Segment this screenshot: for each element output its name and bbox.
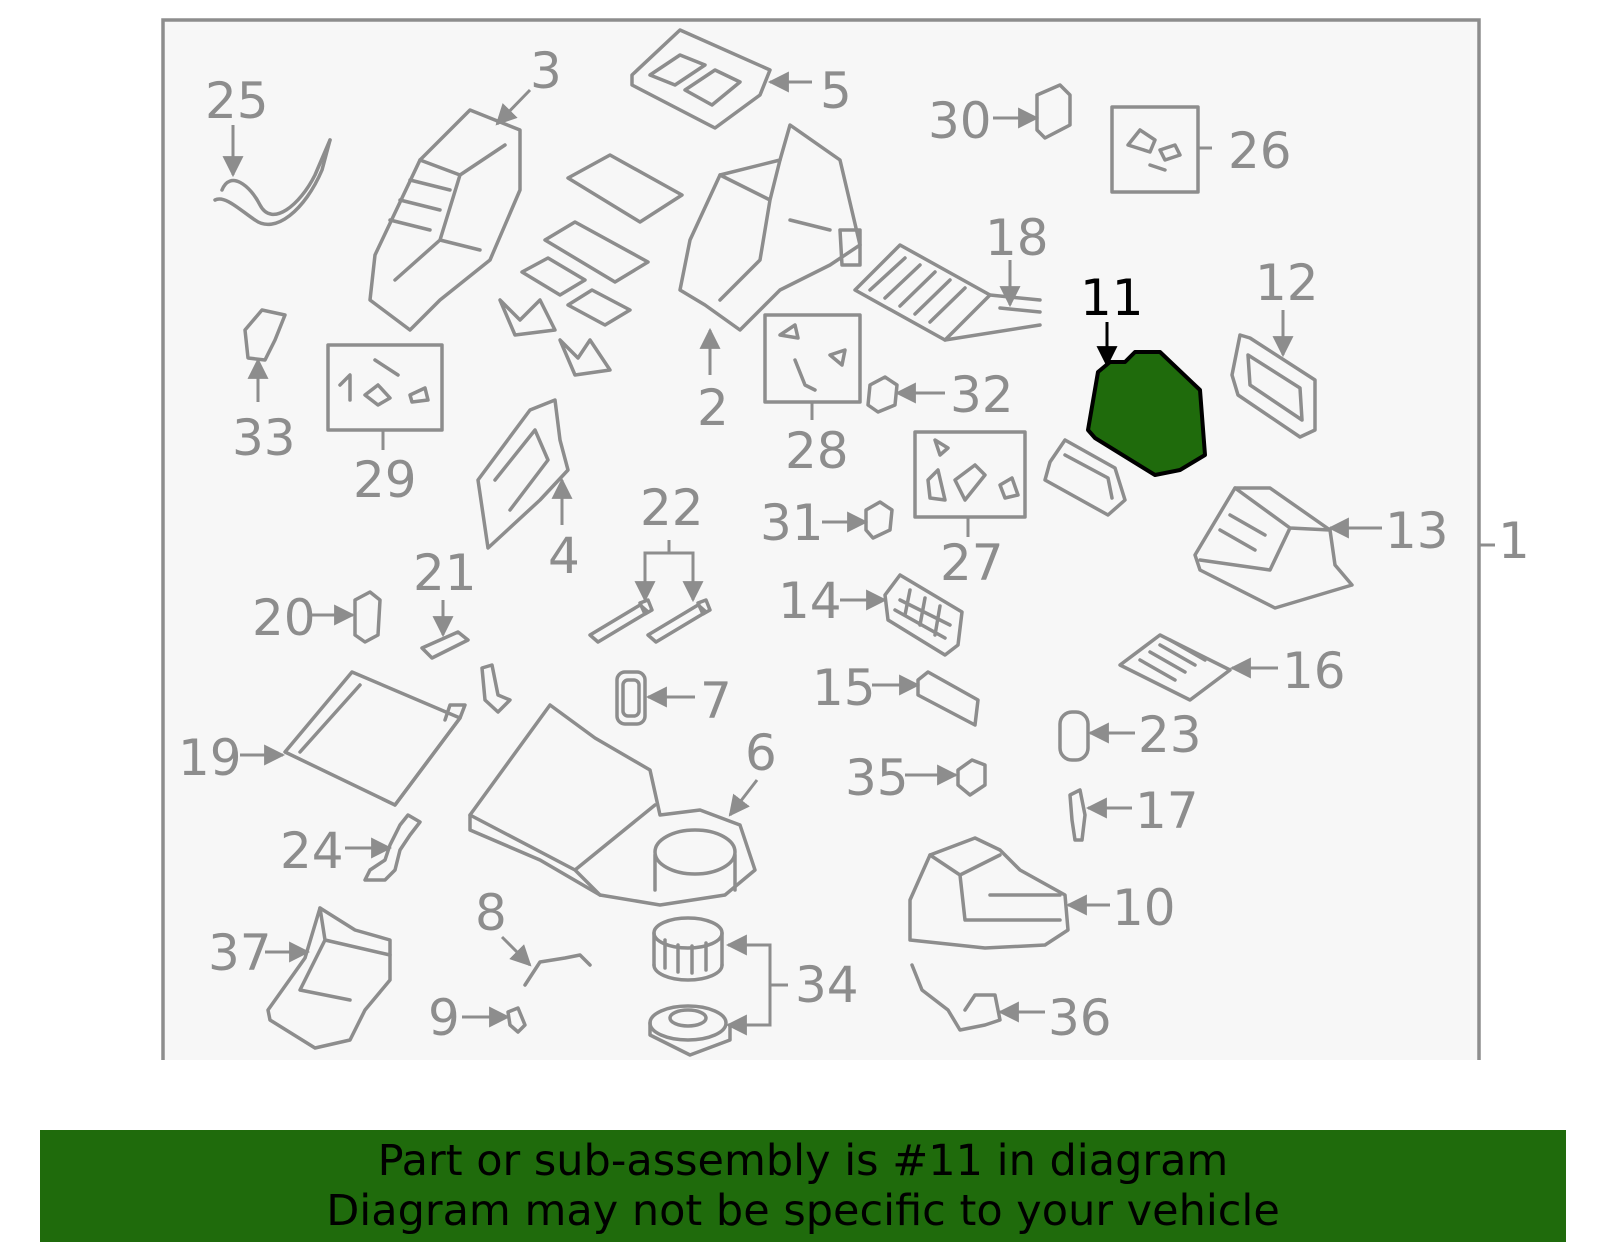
part-12-seal[interactable] [1230, 333, 1317, 439]
callout-35: 35 [845, 749, 909, 807]
callout-27: 27 [940, 534, 1004, 592]
callout-34: 34 [795, 956, 859, 1014]
part-21[interactable] [420, 630, 470, 660]
diagram-frame [161, 18, 1481, 1060]
part-bracket[interactable] [480, 663, 512, 714]
part-3-duct[interactable] [368, 108, 522, 332]
callout-28: 28 [785, 422, 849, 480]
callout-6: 6 [745, 724, 777, 782]
callout-14: 14 [778, 572, 842, 630]
callout-19: 19 [178, 729, 242, 787]
callout-labels: 1 2 3 4 5 6 7 8 9 10 11 12 13 14 15 16 1… [178, 42, 1530, 1047]
callout-1: 1 [1498, 512, 1530, 570]
callout-10: 10 [1112, 879, 1176, 937]
callout-16: 16 [1282, 642, 1346, 700]
callout-26: 26 [1228, 122, 1292, 180]
part-13-duct[interactable] [1193, 486, 1354, 610]
callout-25: 25 [205, 72, 269, 130]
info-banner: Part or sub-assembly is #11 in diagram D… [40, 1130, 1566, 1242]
part-24-sensor[interactable] [363, 813, 422, 882]
part-6-blower-housing[interactable] [468, 703, 757, 907]
part-37-duct[interactable] [266, 906, 392, 1050]
callout-32: 32 [950, 366, 1014, 424]
callout-4: 4 [548, 527, 580, 585]
callout-8: 8 [475, 884, 507, 942]
part-gasket[interactable] [1043, 438, 1127, 517]
callout-15: 15 [812, 659, 876, 717]
part-20[interactable] [353, 590, 382, 644]
part-4-door[interactable] [476, 398, 570, 550]
callout-21: 21 [413, 544, 477, 602]
callout-17: 17 [1135, 782, 1199, 840]
callout-13: 13 [1385, 502, 1449, 560]
part-2-housing[interactable] [678, 123, 862, 332]
part-36-harness[interactable] [910, 963, 1002, 1032]
part-11-highlighted[interactable] [1086, 350, 1207, 477]
part-34-blower-fan[interactable] [648, 916, 732, 1057]
banner-line-2: Diagram may not be specific to your vehi… [326, 1186, 1280, 1236]
callout-23: 23 [1138, 706, 1202, 764]
part-10-heater-unit[interactable] [908, 836, 1070, 950]
parts-diagram: 1 2 3 4 5 6 7 8 9 10 11 12 13 14 15 16 1… [161, 18, 1530, 1060]
part-32[interactable] [866, 375, 899, 414]
callout-12: 12 [1255, 254, 1319, 312]
callout-22: 22 [640, 479, 704, 537]
part-18-heater-core[interactable] [853, 243, 1042, 342]
part-8-harness[interactable] [523, 953, 592, 987]
callout-31: 31 [760, 494, 824, 552]
callout-18: 18 [985, 209, 1049, 267]
part-7-seal[interactable] [615, 670, 647, 726]
banner-line-1: Part or sub-assembly is #11 in diagram [377, 1136, 1229, 1186]
part-filter-plates[interactable] [498, 153, 684, 377]
callout-24: 24 [280, 822, 344, 880]
callout-33: 33 [232, 409, 296, 467]
part-19-evaporator[interactable] [283, 670, 467, 807]
callout-9: 9 [428, 989, 460, 1047]
callout-5: 5 [820, 62, 852, 120]
callout-36: 36 [1048, 989, 1112, 1047]
callout-37: 37 [208, 924, 272, 982]
part-17[interactable] [1068, 788, 1087, 842]
callout-7: 7 [700, 672, 732, 730]
callout-30: 30 [928, 92, 992, 150]
callout-2: 2 [697, 379, 729, 437]
callout-11: 11 [1080, 269, 1144, 327]
part-27-kit[interactable] [913, 430, 1027, 519]
callout-29: 29 [353, 451, 417, 509]
part-14-filter[interactable] [883, 573, 964, 657]
part-30[interactable] [1035, 83, 1072, 140]
part-29-kit[interactable] [326, 343, 444, 432]
callout-3: 3 [530, 42, 562, 100]
callout-20: 20 [252, 589, 316, 647]
part-25-hose[interactable] [213, 138, 332, 227]
part-5-cover[interactable] [630, 28, 772, 130]
